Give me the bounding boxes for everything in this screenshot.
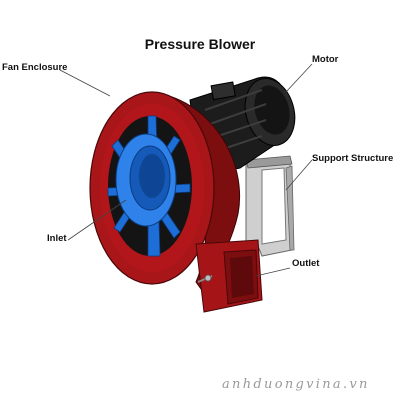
outlet-leader bbox=[255, 267, 291, 277]
support-structure-leader bbox=[285, 159, 313, 191]
inlet-label: Inlet bbox=[47, 233, 67, 244]
diagram-title: Pressure Blower bbox=[144, 36, 256, 52]
callout-lines bbox=[59, 63, 313, 277]
inlet-leader bbox=[67, 199, 127, 241]
outlet-label: Outlet bbox=[292, 258, 320, 269]
watermark: anhduongvina.vn bbox=[222, 377, 370, 392]
support-structure bbox=[245, 155, 295, 257]
fan-enclosure-leader bbox=[59, 69, 111, 97]
motor-label: Motor bbox=[312, 54, 339, 65]
support-structure-label: Support Structure bbox=[312, 153, 394, 164]
motor-leader bbox=[285, 63, 313, 93]
inlet bbox=[107, 115, 191, 257]
fan-enclosure-label: Fan Enclosure bbox=[2, 62, 68, 73]
